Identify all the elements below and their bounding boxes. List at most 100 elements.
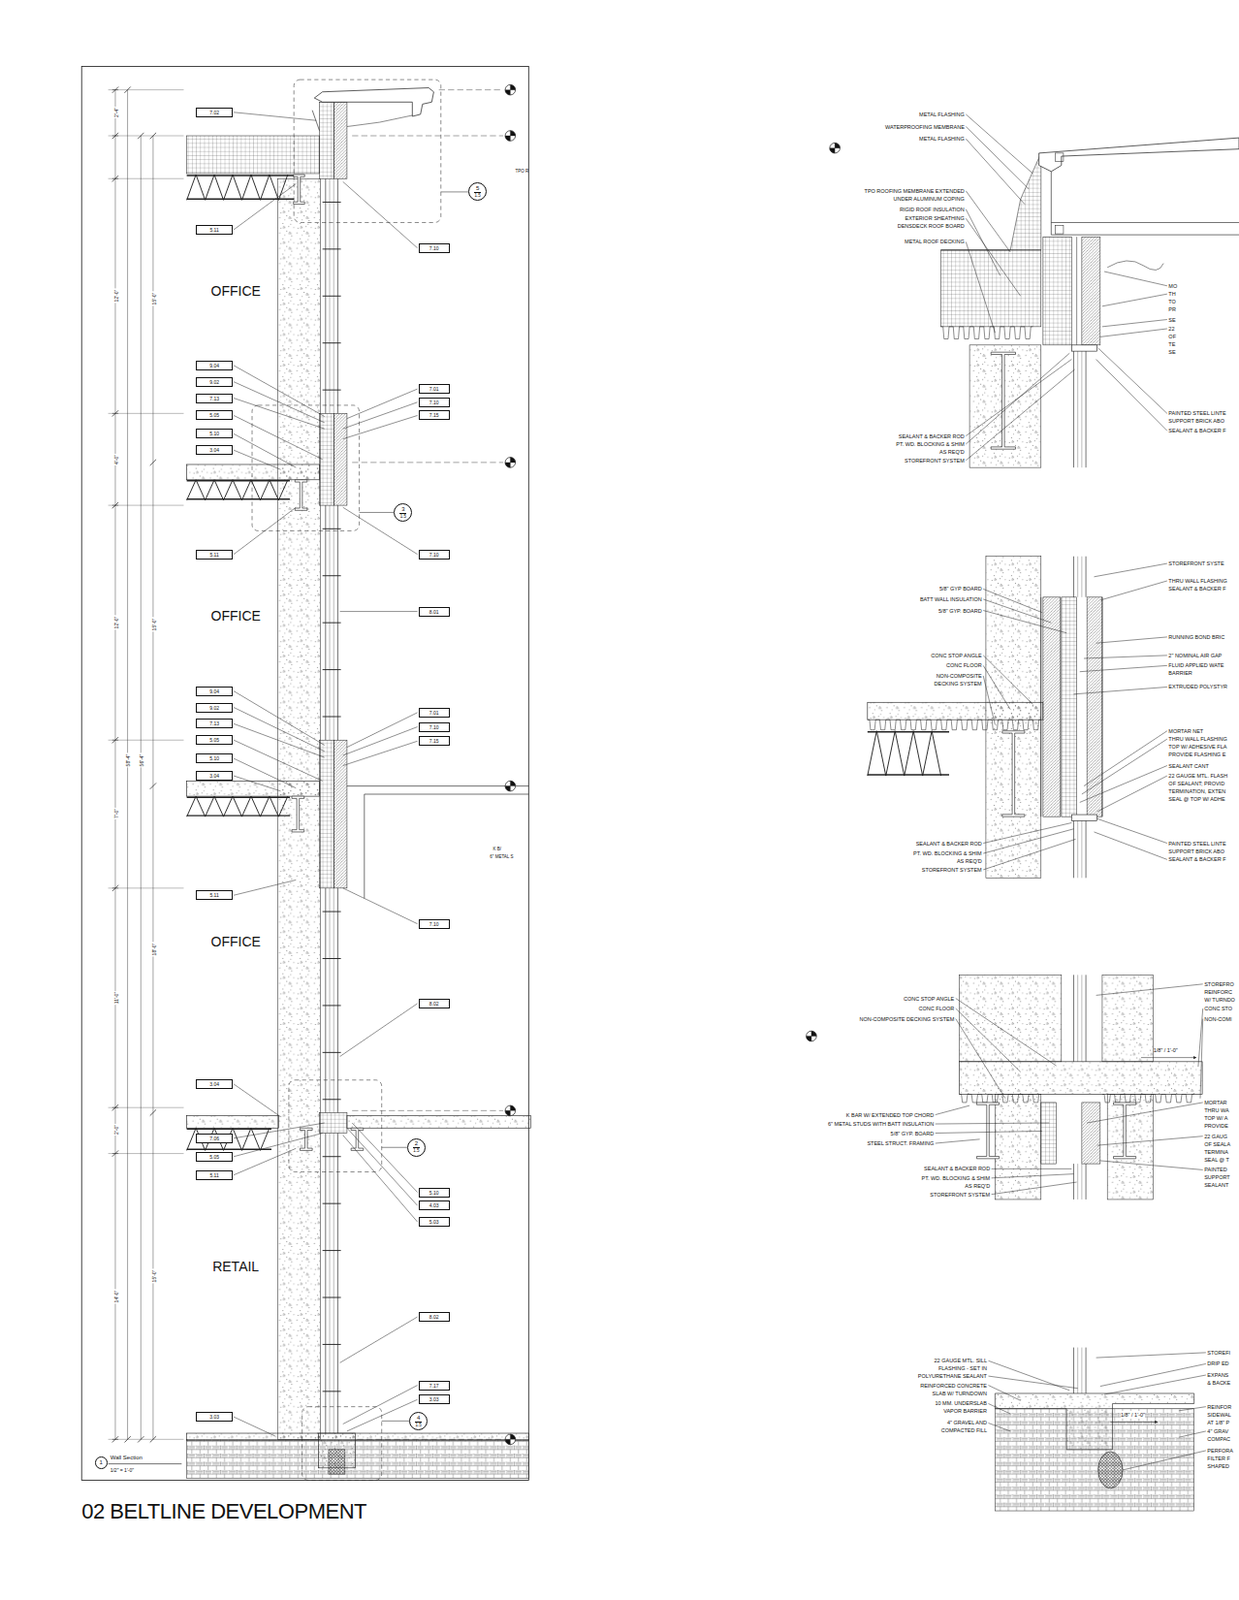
leader-line bbox=[1094, 831, 1168, 859]
slope-arrow bbox=[1110, 1421, 1157, 1423]
extension-line bbox=[108, 89, 185, 91]
note-label: CONC FLOOR bbox=[919, 1004, 955, 1013]
callout-number: 7.13 bbox=[209, 720, 220, 727]
callout-number: 5.05 bbox=[209, 736, 220, 743]
callout-number: 5.10 bbox=[209, 755, 220, 762]
callout-number: 7.15 bbox=[429, 737, 440, 744]
steel-beam bbox=[990, 351, 1016, 449]
level-target-fill bbox=[505, 786, 510, 792]
brick-veneer bbox=[1081, 236, 1101, 346]
joist-web bbox=[187, 795, 288, 817]
floor-slab bbox=[867, 701, 1044, 720]
detail-outline bbox=[288, 1080, 382, 1173]
storefront-glass bbox=[1080, 974, 1082, 1061]
note-label: SEALANT & BACKER ROD bbox=[916, 839, 983, 848]
detail-outline bbox=[252, 405, 360, 531]
extension-line bbox=[108, 413, 185, 414]
brick-veneer bbox=[1081, 1102, 1101, 1164]
stud-insulation bbox=[1041, 1102, 1057, 1164]
leader-line bbox=[983, 828, 1074, 854]
adjacent-wall bbox=[363, 794, 365, 898]
steel-lintel bbox=[1071, 345, 1097, 351]
level-target bbox=[806, 1030, 818, 1042]
leader-line bbox=[1080, 765, 1168, 803]
callout-tag: 7.01 bbox=[418, 707, 450, 718]
storefront-frame bbox=[1073, 820, 1075, 878]
leader-line bbox=[233, 112, 317, 121]
note-label: STOREFRONT SYSTEM bbox=[904, 456, 965, 465]
callout-number: 9.02 bbox=[209, 379, 220, 385]
leader-line bbox=[1096, 984, 1204, 996]
mullion-mark bbox=[322, 668, 342, 670]
level-target bbox=[505, 84, 516, 96]
callout-number: 5.11 bbox=[209, 226, 219, 233]
callout-number: 9.04 bbox=[209, 362, 220, 369]
rigid-insulation bbox=[1061, 597, 1078, 817]
callout-number: 3.03 bbox=[429, 1396, 440, 1402]
wall-insulation bbox=[319, 413, 335, 506]
concrete-column bbox=[959, 974, 1062, 1061]
callout-tag: 7.02 bbox=[195, 107, 233, 118]
storefront-glass bbox=[1080, 350, 1082, 468]
adjacent-roof bbox=[364, 794, 529, 795]
leader-line bbox=[991, 1174, 1075, 1178]
callout-number: 5.05 bbox=[209, 412, 220, 418]
storefront-frame bbox=[337, 888, 339, 1113]
soffit-line bbox=[1050, 222, 1239, 223]
leader-line bbox=[991, 1181, 1078, 1195]
note-label: PAINTED STEEL LINTE SUPPORT BRICK ABO bbox=[1168, 839, 1226, 856]
storefront-glass bbox=[1080, 1163, 1082, 1200]
note-label: MORTAR NET bbox=[1168, 727, 1204, 735]
blocking bbox=[1055, 153, 1064, 161]
note-label: 5/8" GYP. BOARD bbox=[938, 606, 983, 615]
room-label: OFFICE bbox=[211, 933, 261, 951]
dimension-text: 56'-4" bbox=[137, 753, 146, 768]
level-target bbox=[505, 1433, 516, 1445]
callout-tag: 3.03 bbox=[418, 1394, 450, 1404]
leader-line bbox=[987, 1375, 1078, 1389]
callout-tag: 5.10 bbox=[418, 1187, 450, 1198]
leader-line bbox=[965, 241, 995, 333]
detail-outline bbox=[302, 1406, 382, 1481]
concrete-column bbox=[994, 1094, 1041, 1200]
callout-tag: 8.01 bbox=[418, 606, 450, 617]
callout-tag: 7.15 bbox=[418, 735, 450, 746]
dimension-text: 15'-0" bbox=[150, 617, 159, 633]
dimension-tick bbox=[137, 132, 144, 139]
leader-line bbox=[233, 707, 325, 752]
concrete-column bbox=[277, 178, 320, 1439]
note-label: 22 GAUGE MTL. FLASH OF SEALANT; PROVID T… bbox=[1168, 771, 1228, 803]
steel-beam bbox=[299, 1127, 313, 1150]
note-label: PERFORA FILTER F SHAPED bbox=[1207, 1446, 1234, 1470]
callout-tag: 9.02 bbox=[195, 702, 233, 713]
mullion-mark bbox=[322, 389, 342, 391]
leader-line bbox=[233, 1133, 323, 1157]
level-line bbox=[356, 1438, 504, 1440]
bubble-leader bbox=[359, 511, 395, 513]
detail-bubble: 31.5 bbox=[393, 503, 413, 522]
callout-number: 7.01 bbox=[429, 709, 440, 716]
leader-line bbox=[983, 588, 1043, 612]
leader-line bbox=[935, 1139, 981, 1144]
floor-slab bbox=[959, 1061, 1204, 1095]
slope-arrow bbox=[1141, 1056, 1197, 1058]
leader-line bbox=[233, 1083, 281, 1117]
steel-beam bbox=[1002, 730, 1025, 817]
callout-number: 9.02 bbox=[209, 704, 220, 711]
callout-number: 7.10 bbox=[429, 245, 440, 252]
mullion-mark bbox=[322, 1155, 342, 1157]
adjacent-roof bbox=[347, 785, 529, 787]
storefront-frame bbox=[1073, 350, 1075, 468]
callout-number: 7.17 bbox=[429, 1382, 440, 1389]
storefront-glass bbox=[329, 1133, 331, 1433]
callout-number: 5.11 bbox=[209, 551, 219, 558]
note-label: NON-COMI bbox=[1204, 1015, 1232, 1023]
callout-tag: 7.17 bbox=[418, 1380, 450, 1391]
leader-line bbox=[991, 1168, 1073, 1170]
storefront-glass bbox=[1080, 556, 1082, 598]
note-label: REINFORCED CONCRETE SLAB W/ TURNDOWN bbox=[920, 1381, 987, 1398]
leader-line bbox=[233, 691, 325, 746]
leader-line bbox=[983, 675, 995, 726]
leader-line bbox=[965, 369, 1075, 461]
callout-tag: 7.10 bbox=[418, 243, 450, 254]
